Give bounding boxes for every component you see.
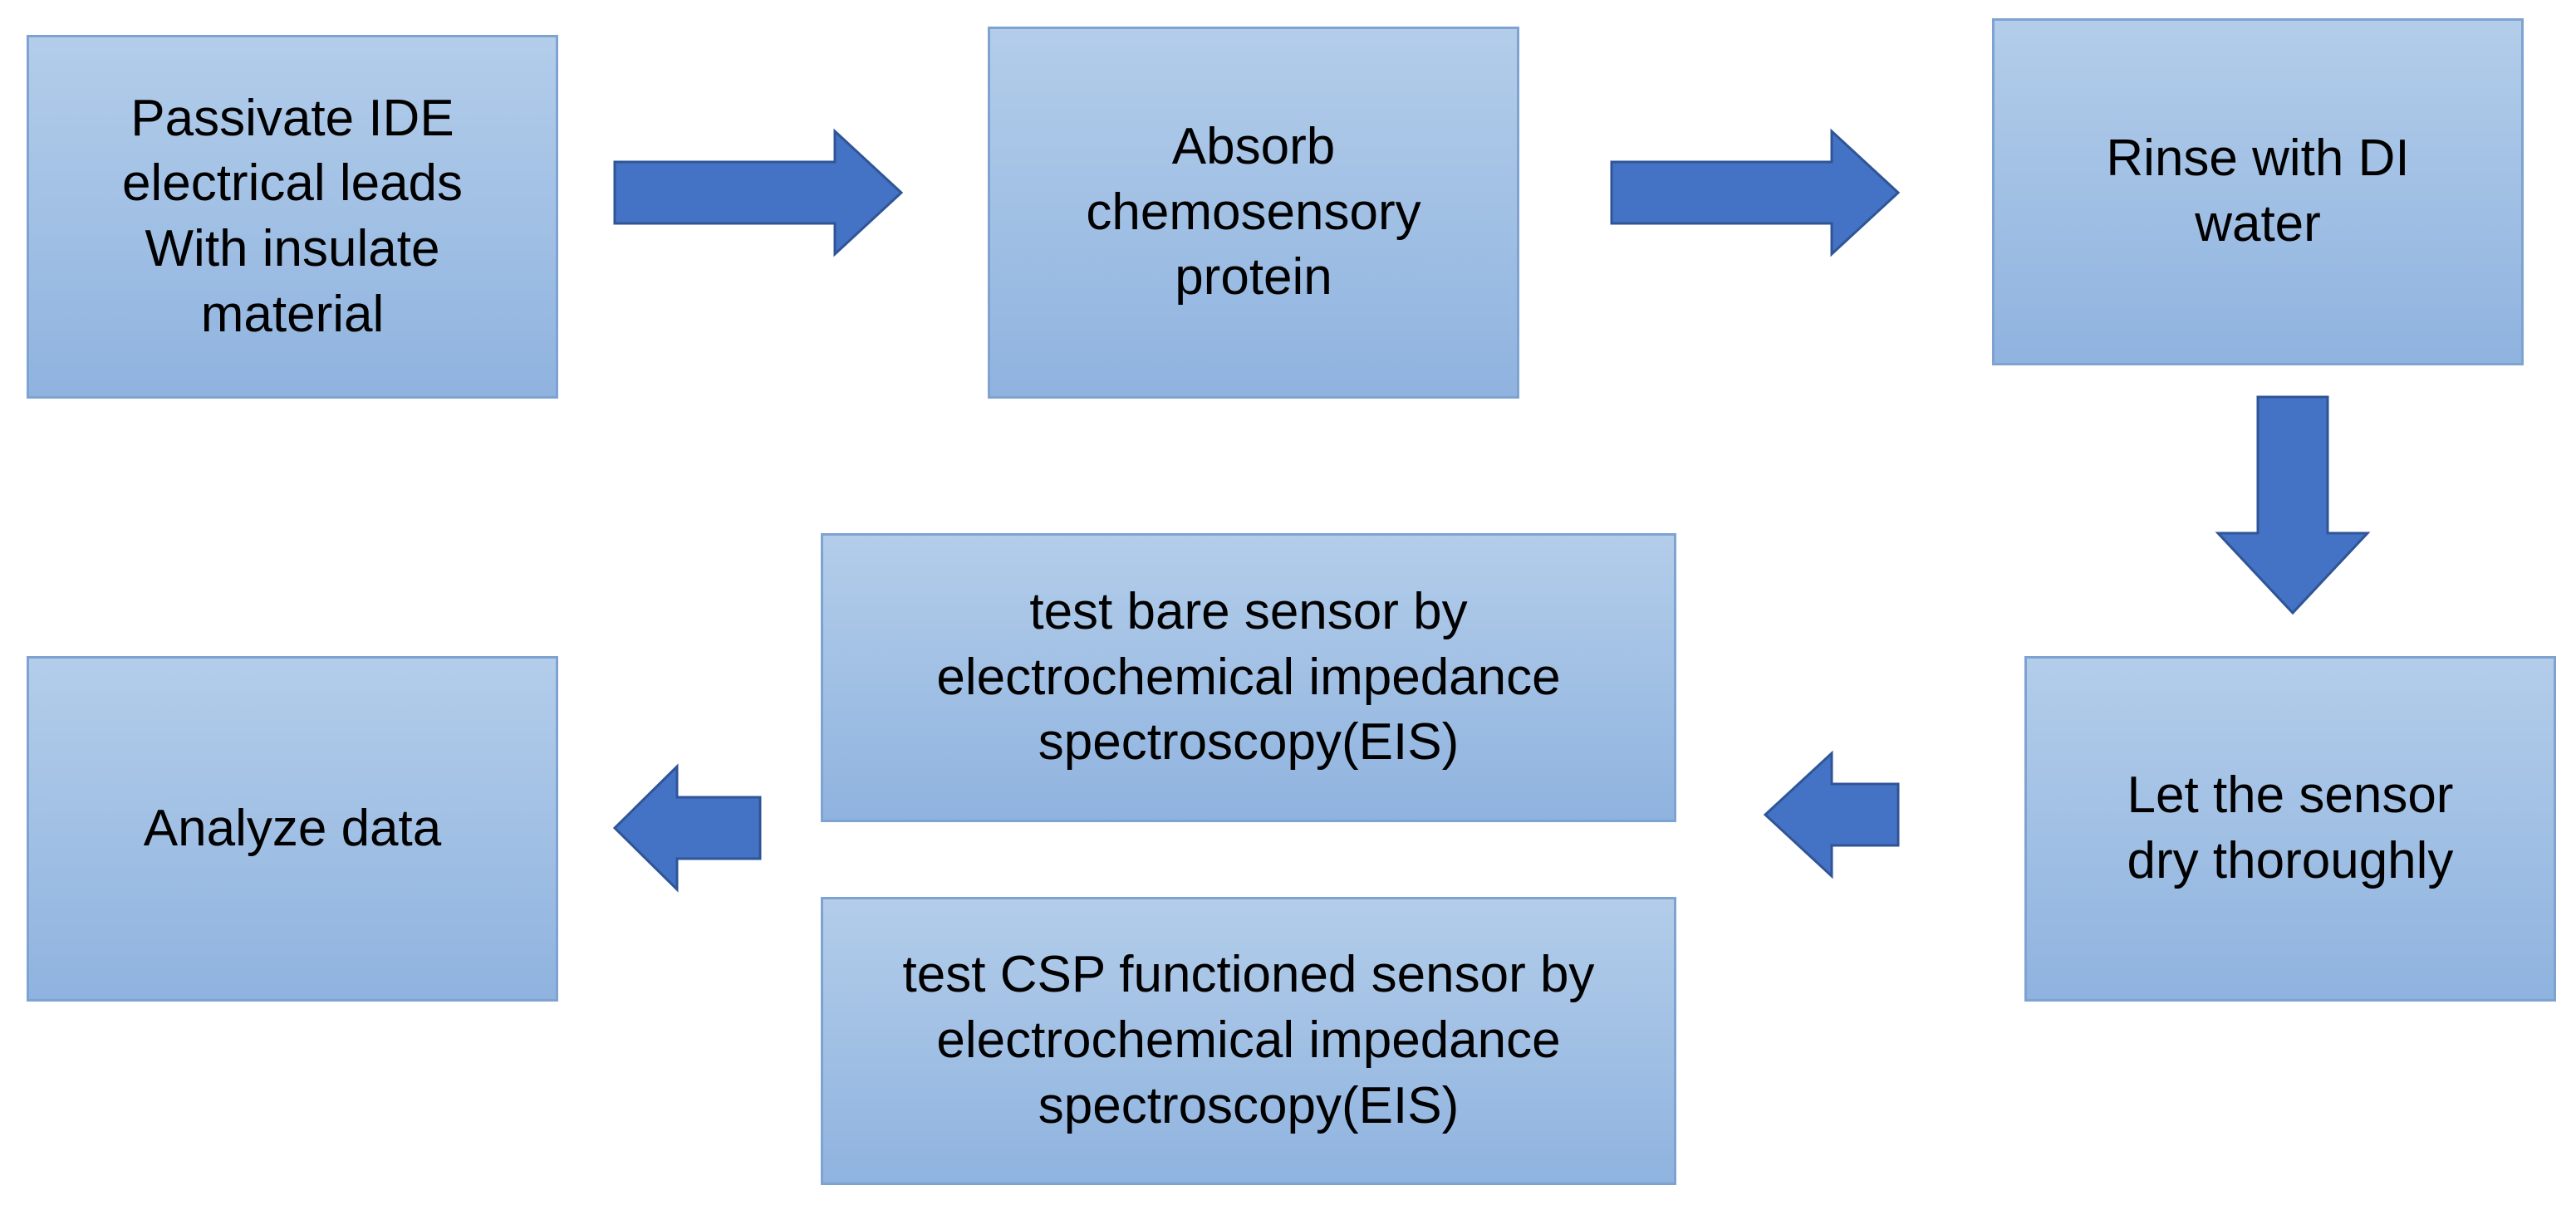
step-passivate-label: Passivate IDE electrical leads With insu… — [121, 89, 464, 343]
step-rinse-box: Rinse with DI water — [1992, 18, 2524, 365]
step-passivate-box: Passivate IDE electrical leads With insu… — [27, 35, 558, 399]
arrow-left-1 — [1763, 750, 1900, 879]
arrow-right-1 — [613, 128, 904, 257]
step-test-bare-label: test bare sensor by electrochemical impe… — [936, 582, 1561, 771]
step-rinse-label: Rinse with DI water — [2106, 130, 2410, 252]
arrow-down — [2215, 395, 2371, 615]
step-test-bare-box: test bare sensor by electrochemical impe… — [821, 533, 1676, 822]
step-test-csp-label: test CSP functioned sensor by electroche… — [902, 946, 1595, 1134]
arrow-left-2 — [612, 763, 762, 893]
step-dry-label: Let the sensor dry thoroughly — [2127, 767, 2454, 889]
step-analyze-box: Analyze data — [27, 656, 558, 1002]
step-analyze-label: Analyze data — [143, 799, 442, 857]
step-absorb-label: Absorb chemosensory protein — [1086, 117, 1421, 306]
step-dry-box: Let the sensor dry thoroughly — [2024, 656, 2556, 1002]
step-test-csp-box: test CSP functioned sensor by electroche… — [821, 897, 1676, 1185]
step-absorb-box: Absorb chemosensory protein — [988, 27, 1519, 399]
arrow-right-2 — [1610, 128, 1901, 257]
